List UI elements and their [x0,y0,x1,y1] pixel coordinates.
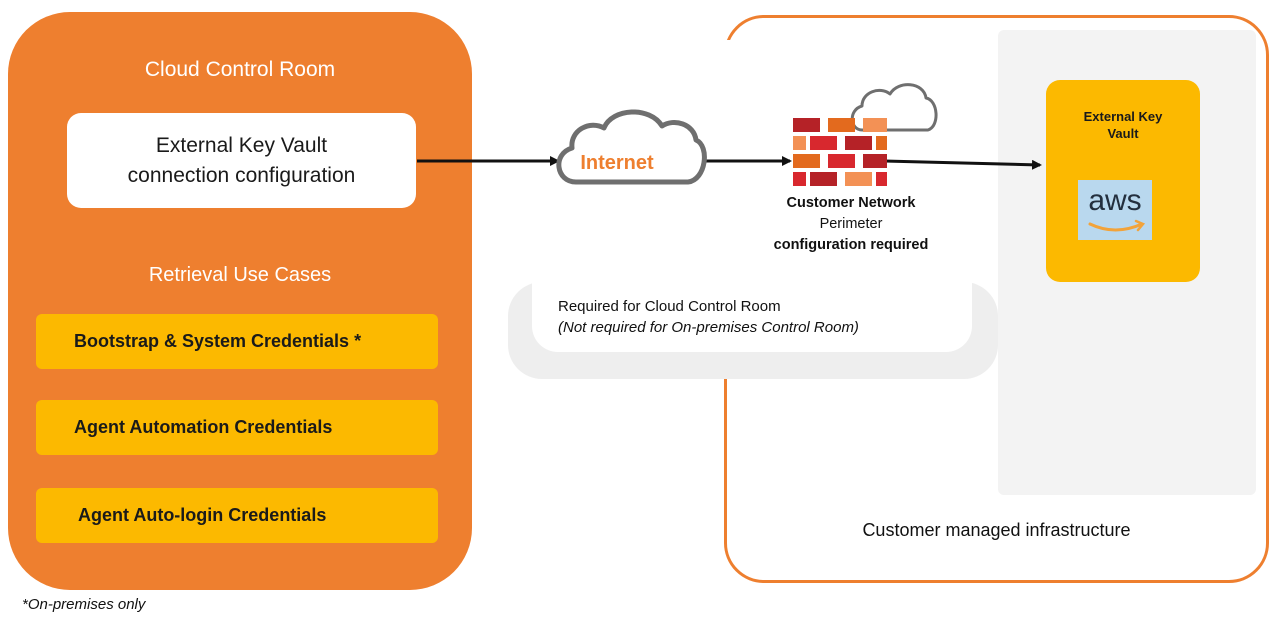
network-perimeter-note: Customer Network Perimeter configuration… [748,193,954,256]
requirement-line2: (Not required for On-premises Control Ro… [558,319,859,336]
credential-agent-autologin: Agent Auto-login Credentials [36,488,438,543]
external-key-vault-title: External Key Vault [1046,108,1200,142]
key-vault-title-line2: Vault [1107,126,1139,141]
retrieval-use-cases-title: Retrieval Use Cases [148,264,332,286]
credential-agent-automation: Agent Automation Credentials [36,400,438,455]
arrow-icon [883,159,1042,170]
aws-smile-icon [1088,222,1144,232]
customer-infrastructure-label: Customer managed infrastructure [862,520,1131,540]
config-box-line1: External Key Vault [155,133,328,157]
firewall-icon [793,118,887,186]
aws-logo-text: aws [1088,184,1142,217]
footnote: *On-premises only [22,596,146,613]
credential-bootstrap-system: Bootstrap & System Credentials * [36,314,438,369]
internet-label: Internet [580,152,654,174]
perimeter-line3: configuration required [773,237,929,253]
cloud-control-room-title: Cloud Control Room [144,58,336,81]
cloud-icon [556,109,707,185]
requirement-note: Required for Cloud Control Room (Not req… [558,296,859,338]
key-vault-config-box: External Key Vault connection configurat… [67,113,416,208]
perimeter-line1: Customer Network [786,195,916,211]
requirement-line1: Required for Cloud Control Room [558,298,781,315]
perimeter-line2: Perimeter [819,216,883,232]
key-vault-title-line1: External Key [1083,109,1163,124]
config-box-line2: connection configuration [127,163,356,187]
